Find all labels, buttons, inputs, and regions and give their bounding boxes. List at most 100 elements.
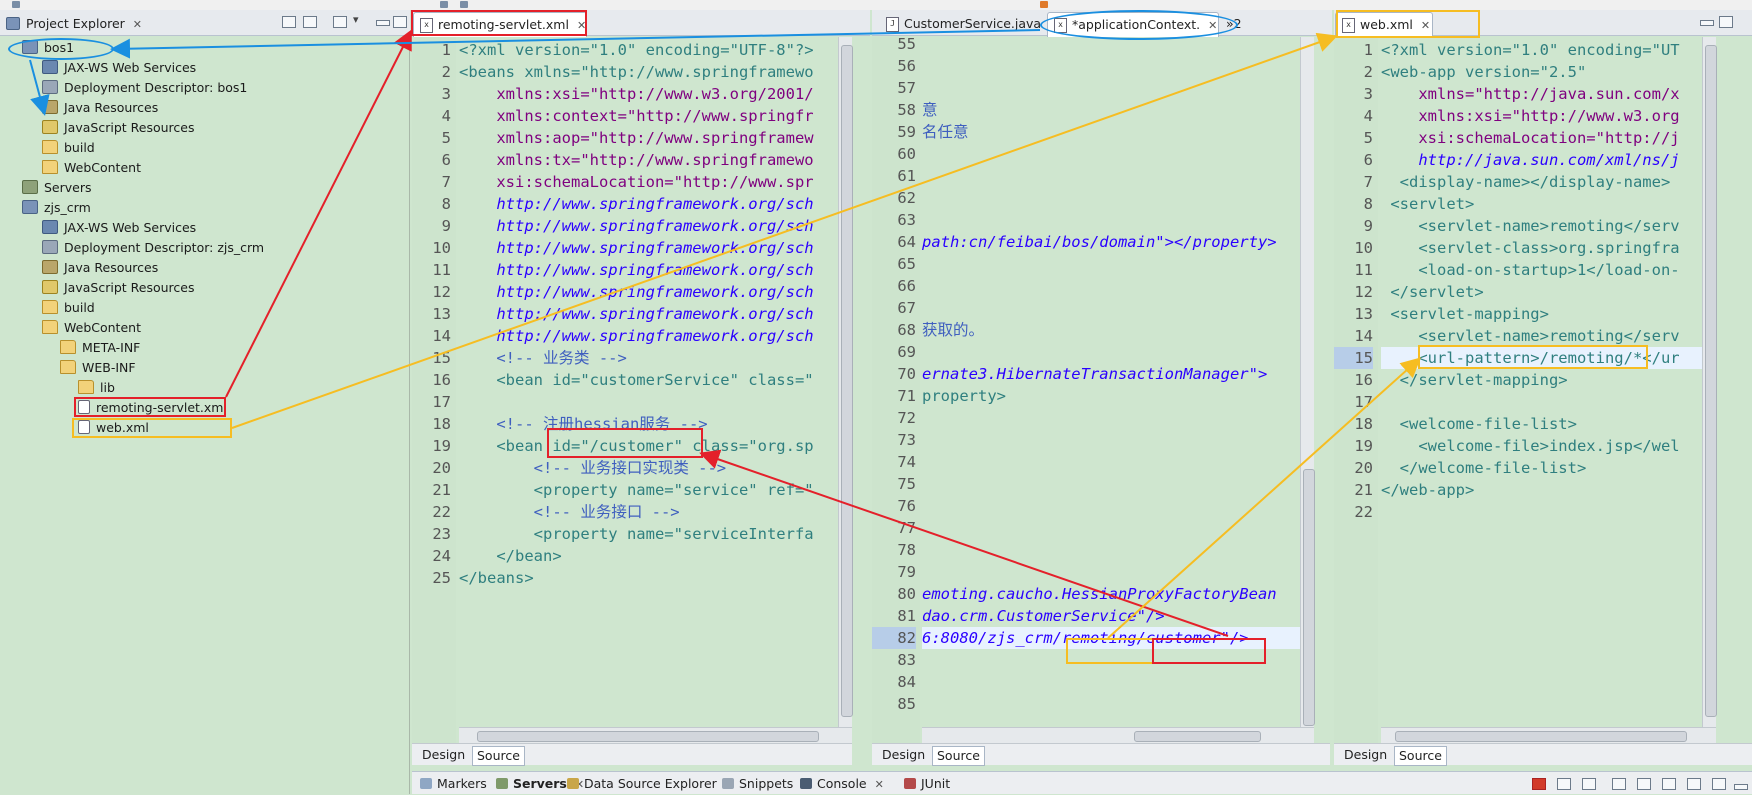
view-menu-icon[interactable]	[333, 16, 347, 28]
tree-node-web-xml[interactable]: web.xml	[78, 418, 149, 438]
scrollbar-thumb[interactable]	[1303, 469, 1315, 726]
tab-design[interactable]: Design	[1344, 747, 1388, 762]
editor2-vertical-scrollbar[interactable]	[1300, 37, 1315, 727]
tab-source[interactable]: Source	[472, 746, 525, 766]
tree-node[interactable]: Java Resources	[42, 98, 158, 118]
remove-launch-icon[interactable]	[1557, 778, 1571, 790]
servers-icon	[22, 180, 38, 194]
tree-node-remoting-servlet-xml[interactable]: remoting-servlet.xml	[78, 398, 227, 418]
java-file-icon: J	[886, 17, 899, 32]
folder-icon	[78, 380, 94, 394]
tree-node[interactable]: JavaScript Resources	[42, 118, 194, 138]
main-toolbar	[0, 0, 1752, 10]
tree-node[interactable]: Java Resources	[42, 258, 158, 278]
editor2-horizontal-scrollbar[interactable]	[922, 727, 1314, 743]
clear-console-icon[interactable]	[1612, 778, 1626, 790]
toolbar-icon[interactable]	[460, 1, 468, 8]
close-icon[interactable]: ✕	[574, 778, 585, 791]
editor1-code[interactable]: <?xml version="1.0" encoding="UTF-8"?> <…	[459, 41, 814, 587]
folder-icon	[42, 140, 58, 154]
editor3-horizontal-scrollbar[interactable]	[1381, 727, 1716, 743]
scrollbar-thumb[interactable]	[1134, 731, 1261, 742]
collapse-all-icon[interactable]	[282, 16, 296, 28]
pin-console-icon[interactable]	[1662, 778, 1676, 790]
tree-node[interactable]: lib	[78, 378, 115, 398]
scrollbar-thumb[interactable]	[477, 731, 819, 742]
scrollbar-thumb[interactable]	[841, 45, 853, 717]
annotation-box-remoting-path	[1066, 638, 1154, 664]
javascript-resources-icon	[42, 280, 58, 294]
editor2-code[interactable]: 意 名任意 path:cn/feibai/bos/domain"></prope…	[922, 37, 1300, 727]
tree-node[interactable]: META-INF	[60, 338, 140, 358]
maximize-icon[interactable]	[393, 16, 407, 28]
editor1-horizontal-scrollbar[interactable]	[459, 727, 852, 743]
close-icon[interactable]: ✕	[874, 778, 884, 791]
xml-file-icon	[78, 400, 90, 414]
tab-snippets[interactable]: Snippets	[722, 774, 793, 794]
close-icon[interactable]: ✕	[132, 18, 143, 31]
scrollbar-thumb[interactable]	[1705, 45, 1717, 717]
chevron-down-icon[interactable]: ▾	[353, 13, 359, 26]
display-console-icon[interactable]	[1687, 778, 1701, 790]
tree-node[interactable]: WebContent	[42, 318, 141, 338]
scroll-lock-icon[interactable]	[1637, 778, 1651, 790]
annotation-box-web-xml	[72, 418, 232, 438]
editor1-page-tabs: Design Source	[412, 743, 852, 766]
annotation-box-url-pattern	[1418, 345, 1648, 369]
toolbar-icon[interactable]	[12, 1, 20, 8]
tree-node[interactable]: Deployment Descriptor: bos1	[42, 78, 247, 98]
web-services-icon	[42, 220, 58, 234]
tree-node[interactable]: JAX-WS Web Services	[42, 58, 196, 78]
folder-icon	[42, 160, 58, 174]
scrollbar-thumb[interactable]	[1395, 731, 1687, 742]
editor1-vertical-scrollbar[interactable]	[838, 37, 853, 727]
folder-icon	[60, 340, 76, 354]
java-resources-icon	[42, 260, 58, 274]
toolbar-icon[interactable]	[440, 1, 448, 8]
deployment-descriptor-icon	[42, 80, 58, 94]
javascript-resources-icon	[42, 120, 58, 134]
servers-icon	[496, 778, 508, 789]
minimize-icon[interactable]	[1700, 20, 1714, 26]
maximize-icon[interactable]	[1719, 16, 1733, 28]
tree-node-servers[interactable]: Servers	[22, 178, 92, 198]
tab-source[interactable]: Source	[1394, 746, 1447, 766]
open-console-icon[interactable]	[1712, 778, 1726, 790]
tab-data-source-explorer[interactable]: Data Source Explorer	[567, 774, 717, 794]
remove-all-icon[interactable]	[1582, 778, 1596, 790]
tree-node[interactable]: JavaScript Resources	[42, 278, 194, 298]
tree-node-zjs-crm[interactable]: zjs_crm	[22, 198, 91, 218]
close-icon[interactable]: ✕	[1420, 19, 1431, 32]
tree-node[interactable]: JAX-WS Web Services	[42, 218, 196, 238]
tree-node[interactable]: WebContent	[42, 158, 141, 178]
editor3-vertical-scrollbar[interactable]	[1702, 37, 1717, 727]
tab-console[interactable]: Console✕	[800, 774, 884, 794]
tab-junit[interactable]: JUnit	[904, 774, 950, 794]
tab-design[interactable]: Design	[422, 747, 466, 762]
minimize-icon[interactable]	[376, 20, 390, 26]
java-resources-icon	[42, 100, 58, 114]
editor3-code[interactable]: <?xml version="1.0" encoding="UT <web-ap…	[1381, 37, 1702, 727]
tab-design[interactable]: Design	[882, 747, 926, 762]
data-source-icon	[567, 778, 579, 789]
close-icon[interactable]: ✕	[576, 19, 587, 32]
stop-icon[interactable]	[1532, 778, 1546, 790]
tree-node[interactable]: Deployment Descriptor: zjs_crm	[42, 238, 264, 258]
toolbar-icon[interactable]	[1040, 1, 1048, 8]
annotation-ellipse-bos1	[8, 38, 114, 60]
annotation-ellipse-application-context-tab	[1040, 10, 1238, 40]
tree-node[interactable]: build	[42, 138, 95, 158]
minimize-icon[interactable]	[1734, 784, 1748, 790]
tab-source[interactable]: Source	[932, 746, 985, 766]
project-explorer-tabbar: Project Explorer✕ ▾	[0, 10, 410, 36]
tab-project-explorer[interactable]: Project Explorer✕	[2, 12, 142, 36]
tab-markers[interactable]: Markers	[420, 774, 487, 794]
tab-servers[interactable]: Servers✕	[496, 774, 584, 794]
link-with-editor-icon[interactable]	[303, 16, 317, 28]
tree-node[interactable]: build	[42, 298, 95, 318]
tree-node[interactable]: WEB-INF	[60, 358, 136, 378]
deployment-descriptor-icon	[42, 240, 58, 254]
